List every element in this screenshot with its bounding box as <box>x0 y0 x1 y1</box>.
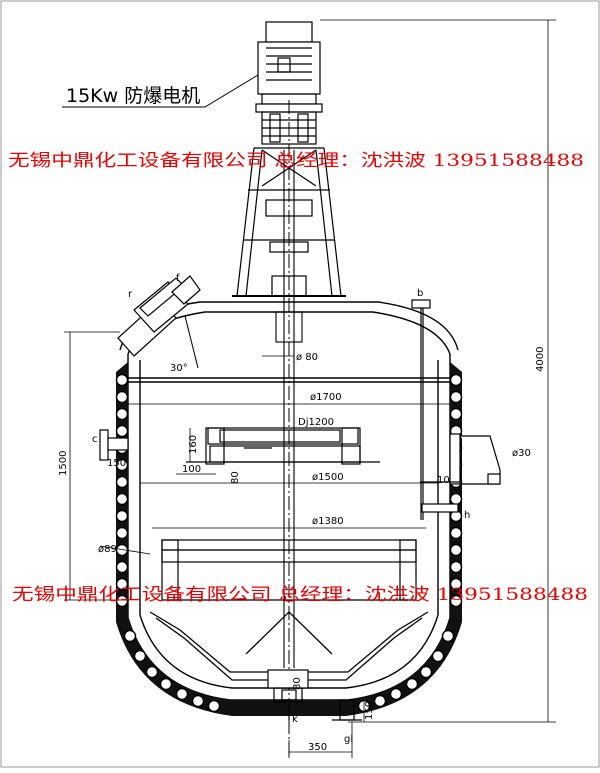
dim-shaft: ø 80 <box>296 352 318 363</box>
coil-loop <box>115 407 129 421</box>
dim-blade-gap: 80 <box>230 471 241 484</box>
support-lug <box>420 433 501 485</box>
dim-angle: 30° <box>170 363 188 374</box>
coil-loop <box>115 526 129 540</box>
coil-loop <box>373 694 387 708</box>
coil-loop <box>115 458 129 472</box>
coil-loop <box>431 649 445 663</box>
coil-loop <box>115 560 129 574</box>
mark-b: b <box>417 288 423 299</box>
jacket-coils <box>115 362 463 716</box>
nozzle-c <box>99 429 129 461</box>
dim-overall-height: 4000 <box>535 347 546 372</box>
coil-loop <box>449 594 463 608</box>
impeller-lower <box>161 539 417 601</box>
mark-gl: gl <box>344 734 353 745</box>
coil-loop <box>115 509 129 523</box>
bottom-outlet <box>267 669 309 720</box>
dim-jacket: ø1500 <box>312 472 344 483</box>
motor <box>255 21 323 145</box>
coil-loop <box>449 577 463 591</box>
coil-loop <box>207 699 221 713</box>
coil-loop <box>405 677 419 691</box>
motor-callout: 15Kw 防爆电机 <box>62 74 259 108</box>
dim-bottom-height: 150 <box>364 701 375 720</box>
impeller-upper <box>186 427 380 465</box>
coil-loop <box>449 407 463 421</box>
coil-loop <box>115 390 129 404</box>
nozzle-top-left <box>117 275 201 369</box>
dim-lug-thk: 10 <box>437 475 450 486</box>
motor-label: 15Kw 防爆电机 <box>66 85 200 107</box>
dim-bottom-nozzle: 350 <box>308 742 327 753</box>
coil-loop <box>449 543 463 557</box>
mark-r: r <box>128 289 133 300</box>
coil-loop <box>389 687 403 701</box>
jacket-band <box>116 362 462 716</box>
watermark-bottom: 无锡中鼎化工设备有限公司 总经理：沈洪波 13951588488 <box>12 585 588 605</box>
coil-loop <box>449 526 463 540</box>
dim-shell: ø1700 <box>310 392 342 403</box>
mark-f: f <box>176 273 180 284</box>
coil-loop <box>115 373 129 387</box>
coil-loop <box>449 492 463 506</box>
dim-blade-width: 100 <box>182 464 201 475</box>
coil-loop <box>115 424 129 438</box>
dim-impeller: Dj1200 <box>298 417 334 428</box>
dim-left-height: 1500 <box>58 451 69 476</box>
coil-loop <box>191 694 205 708</box>
watermark-top: 无锡中鼎化工设备有限公司 总经理：沈洪波 13951588488 <box>8 151 584 171</box>
agitator-shaft <box>275 100 303 756</box>
nozzle-b <box>411 299 431 520</box>
coil-loop <box>115 594 129 608</box>
coil-loop <box>449 560 463 574</box>
mark-h: h <box>464 510 470 521</box>
coil-loop <box>123 629 137 643</box>
coil-loop <box>175 687 189 701</box>
coil-loop <box>115 492 129 506</box>
nozzle-h <box>421 503 459 513</box>
coil-loop <box>115 577 129 591</box>
dim-lug-pipe: ø30 <box>512 448 531 459</box>
coil-loop <box>441 629 455 643</box>
mark-c: c <box>92 434 98 445</box>
dim-c-offset: 150 <box>107 458 126 469</box>
coil-loop <box>145 665 159 679</box>
dim-side-pipe: ø89 <box>98 544 117 555</box>
coil-loop <box>133 649 147 663</box>
dimension-lines <box>64 19 556 758</box>
dim-blade-height: 160 <box>188 435 199 454</box>
coil-loop <box>449 373 463 387</box>
coil-loop <box>419 665 433 679</box>
coil-loop <box>449 390 463 404</box>
mark-k: k <box>292 714 298 725</box>
coil-loop <box>115 475 129 489</box>
bottom-right-nozzle <box>332 699 362 721</box>
dim-bottom-gap: 80 <box>292 677 303 690</box>
coil-loop <box>159 677 173 691</box>
dim-inner: ø1380 <box>312 516 344 527</box>
